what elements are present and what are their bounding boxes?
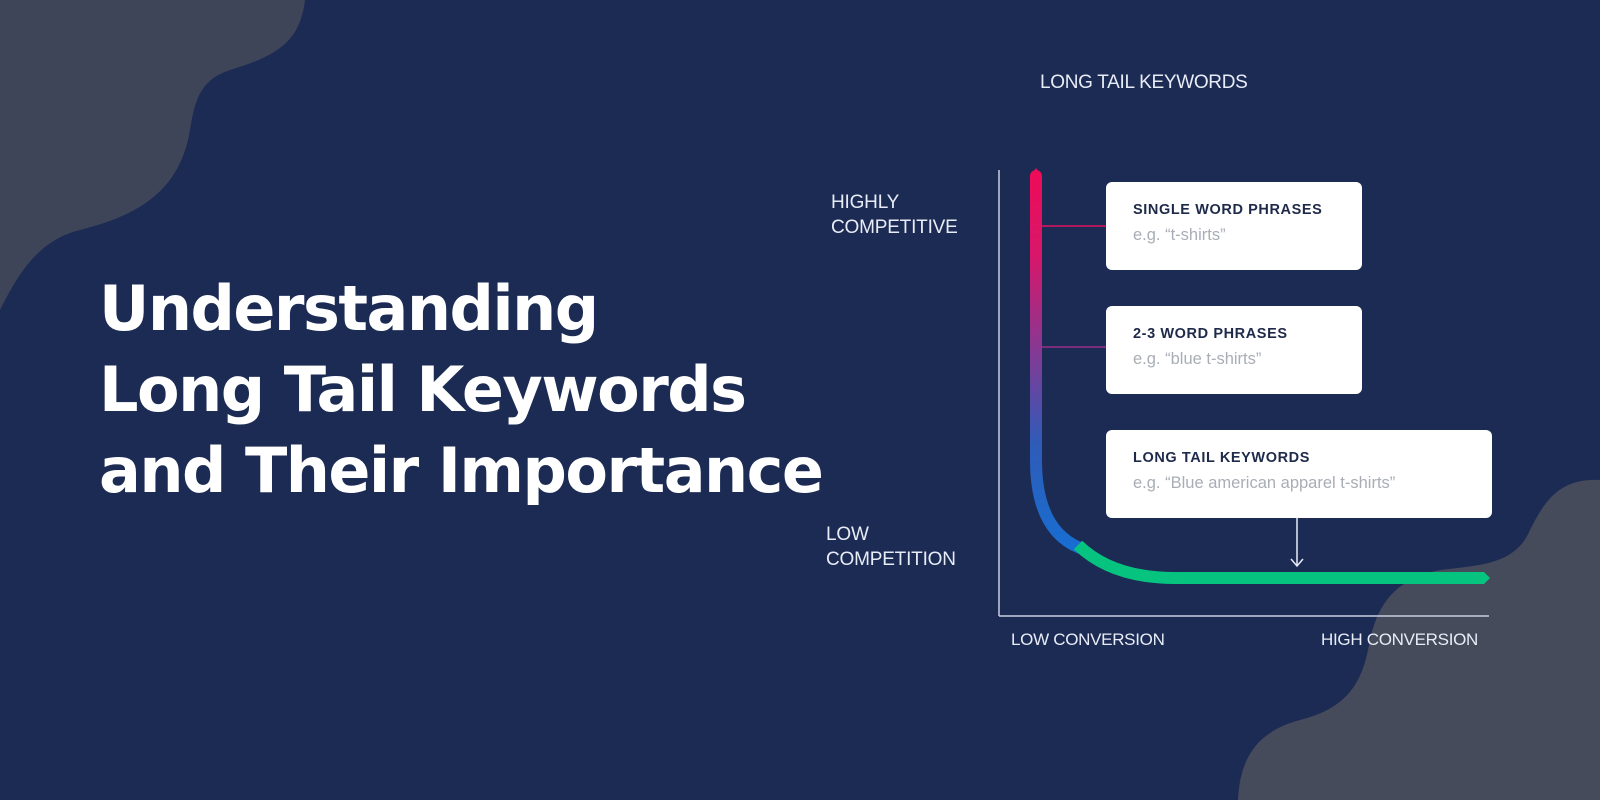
card-title: SINGLE WORD PHRASES <box>1133 202 1323 218</box>
card-title: 2-3 WORD PHRASES <box>1133 326 1288 342</box>
x-label-high: HIGH CONVERSION <box>1321 630 1479 649</box>
headline-line-2: Long Tail Keywords <box>99 353 747 426</box>
y-label-high: HIGHLY COMPETITIVE <box>831 190 958 240</box>
card-example: e.g. “Blue american apparel t-shirts” <box>1133 474 1396 492</box>
headline-line-3: and Their Importance <box>99 434 824 507</box>
card-single-word-phrases: SINGLE WORD PHRASES e.g. “t-shirts” <box>1106 182 1362 270</box>
page-headline: Understanding Long Tail Keywords and The… <box>99 268 824 511</box>
y-label-low-line-1: LOW <box>826 524 869 545</box>
card-title: LONG TAIL KEYWORDS <box>1133 450 1311 466</box>
card-2-3-word-phrases: 2-3 WORD PHRASES e.g. “blue t-shirts” <box>1106 306 1362 394</box>
chart-title: LONG TAIL KEYWORDS <box>1040 72 1248 93</box>
card-example: e.g. “blue t-shirts” <box>1133 350 1262 368</box>
y-label-high-line-1: HIGHLY <box>831 192 900 213</box>
blob-top-left <box>0 0 305 310</box>
curve-lower <box>1073 540 1484 584</box>
headline-line-1: Understanding <box>99 272 599 345</box>
blob-bottom-right <box>1238 479 1600 800</box>
y-label-low: LOW COMPETITION <box>826 522 956 572</box>
curve-upper <box>1030 170 1086 554</box>
y-label-low-line-2: COMPETITION <box>826 549 956 570</box>
curve-end-arrow <box>1484 572 1490 584</box>
curve-start-tip <box>1030 168 1042 176</box>
x-label-low: LOW CONVERSION <box>1011 630 1165 649</box>
arrow-down-icon <box>1290 558 1304 568</box>
y-label-high-line-2: COMPETITIVE <box>831 217 958 238</box>
card-long-tail-keywords: LONG TAIL KEYWORDS e.g. “Blue american a… <box>1106 430 1492 518</box>
card-example: e.g. “t-shirts” <box>1133 226 1226 244</box>
